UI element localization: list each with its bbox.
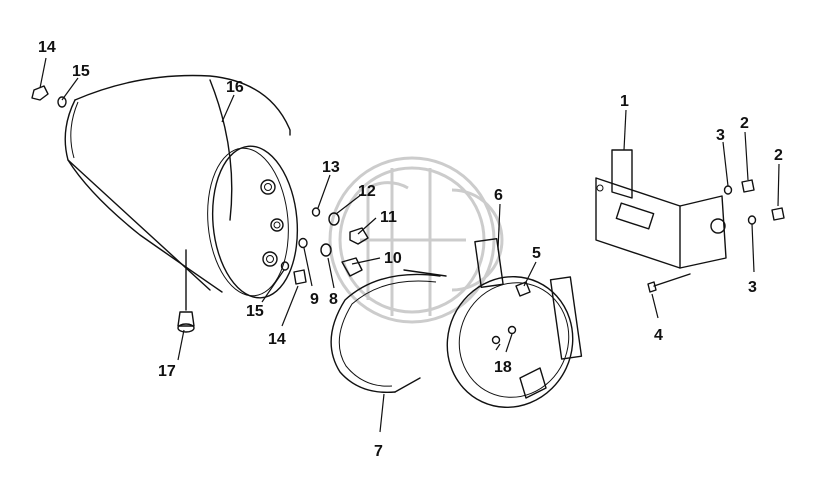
callout-16: 16 [226,79,244,96]
callout-6: 6 [494,187,503,204]
callout-3: 3 [716,127,725,144]
bolt-4 [647,273,691,293]
callout-15: 15 [246,303,264,320]
callout-5: 5 [532,245,541,262]
band-bracket [446,237,583,409]
callout-2: 2 [740,115,749,132]
callout-14: 14 [268,331,286,348]
strap [330,269,447,394]
callout-1: 1 [620,93,629,110]
callout-10: 10 [384,250,402,267]
plug-top [31,85,67,108]
callout-18: 18 [494,359,512,376]
callout-12: 12 [358,183,376,200]
callouts: 14 15 16 13 12 11 10 8 9 15 14 17 7 6 5 … [38,39,783,460]
air-tank [64,74,299,333]
watermark-logo [328,156,504,324]
callout-15: 15 [72,63,90,80]
bolts [491,281,531,345]
callout-8: 8 [329,291,338,308]
callout-4: 4 [654,327,663,344]
callout-2: 2 [774,147,783,164]
callout-17: 17 [158,363,176,380]
callout-9: 9 [310,291,319,308]
callout-3: 3 [748,279,757,296]
callout-7: 7 [374,443,383,460]
leader-lines [39,57,780,433]
fittings [280,207,369,285]
callout-11: 11 [380,209,397,226]
mounting-bracket [595,149,727,269]
nuts-washers [723,179,785,225]
callout-13: 13 [322,159,340,176]
callout-14: 14 [38,39,56,56]
